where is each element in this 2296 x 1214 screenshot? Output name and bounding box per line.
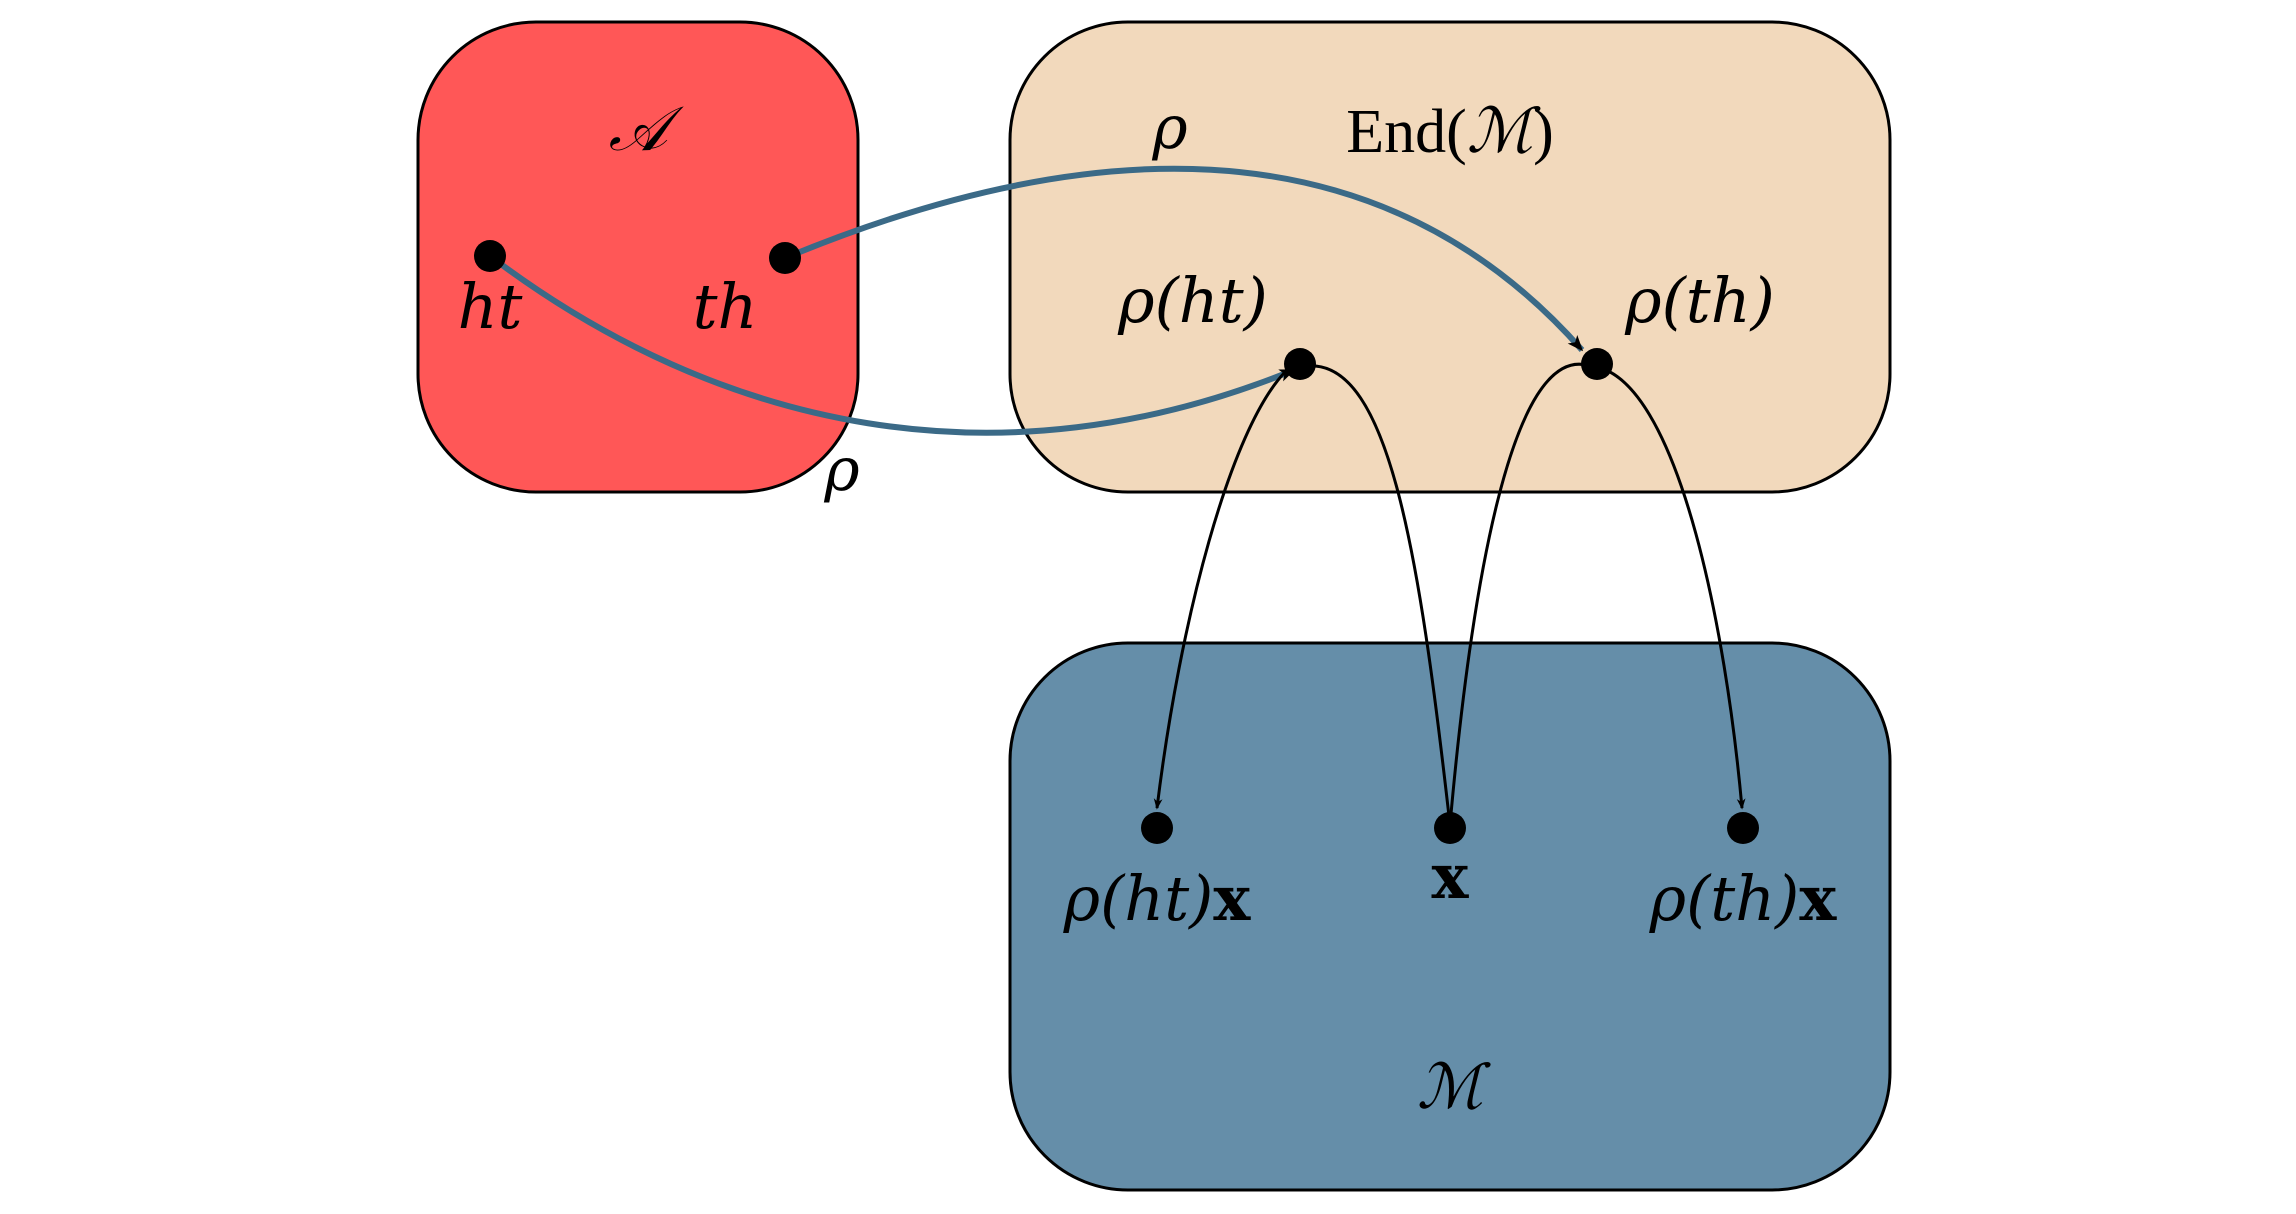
node-rho-ht-x-bold: x: [1213, 862, 1251, 935]
module-box: [1008, 641, 1892, 1192]
node-rho-ht-dot: [1284, 348, 1316, 380]
arrow-rho-th-to-rho-th-x: [1609, 370, 1746, 810]
node-ht-label: ht: [458, 270, 523, 343]
node-rho-th-x-rho: ρ(th): [1649, 862, 1800, 935]
end-label-symbol: ℳ: [1467, 94, 1541, 167]
end-box: [1008, 20, 1892, 494]
node-th-dot: [769, 242, 801, 274]
node-rho-ht-x-dot: [1141, 812, 1173, 844]
arc-x-to-rho-ht: [1307, 364, 1452, 826]
node-x-dot: [1434, 812, 1466, 844]
node-rho-ht-label: ρ(ht): [1117, 264, 1268, 337]
end-label-suffix: ): [1533, 98, 1554, 166]
rho-top-label: ρ: [1151, 93, 1187, 163]
node-rho-th-x-bold: x: [1799, 862, 1837, 935]
node-rho-th-label: ρ(th): [1624, 264, 1775, 337]
node-th-label: th: [693, 270, 758, 343]
rho-arrow-th: [783, 165, 1585, 352]
end-label: End(ℳ): [1346, 94, 1554, 167]
rho-arrow-ht: [488, 253, 1296, 436]
module-label: ℳ: [1417, 1050, 1491, 1123]
node-ht-dot: [474, 240, 506, 272]
node-rho-th-dot: [1581, 348, 1613, 380]
arrow-rho-ht-to-rho-ht-x: [1153, 370, 1287, 810]
algebra-box: [416, 20, 860, 494]
node-x-label: x: [1432, 840, 1470, 913]
node-rho-th-x-dot: [1727, 812, 1759, 844]
end-label-prefix: End(: [1346, 98, 1467, 166]
arc-x-to-rho-th: [1448, 362, 1591, 826]
rho-bottom-label: ρ: [823, 435, 859, 505]
node-rho-ht-x-rho: ρ(ht): [1063, 862, 1214, 935]
node-rho-th-x-label: ρ(th)x: [1649, 862, 1838, 935]
node-rho-ht-x-label: ρ(ht)x: [1063, 862, 1252, 935]
